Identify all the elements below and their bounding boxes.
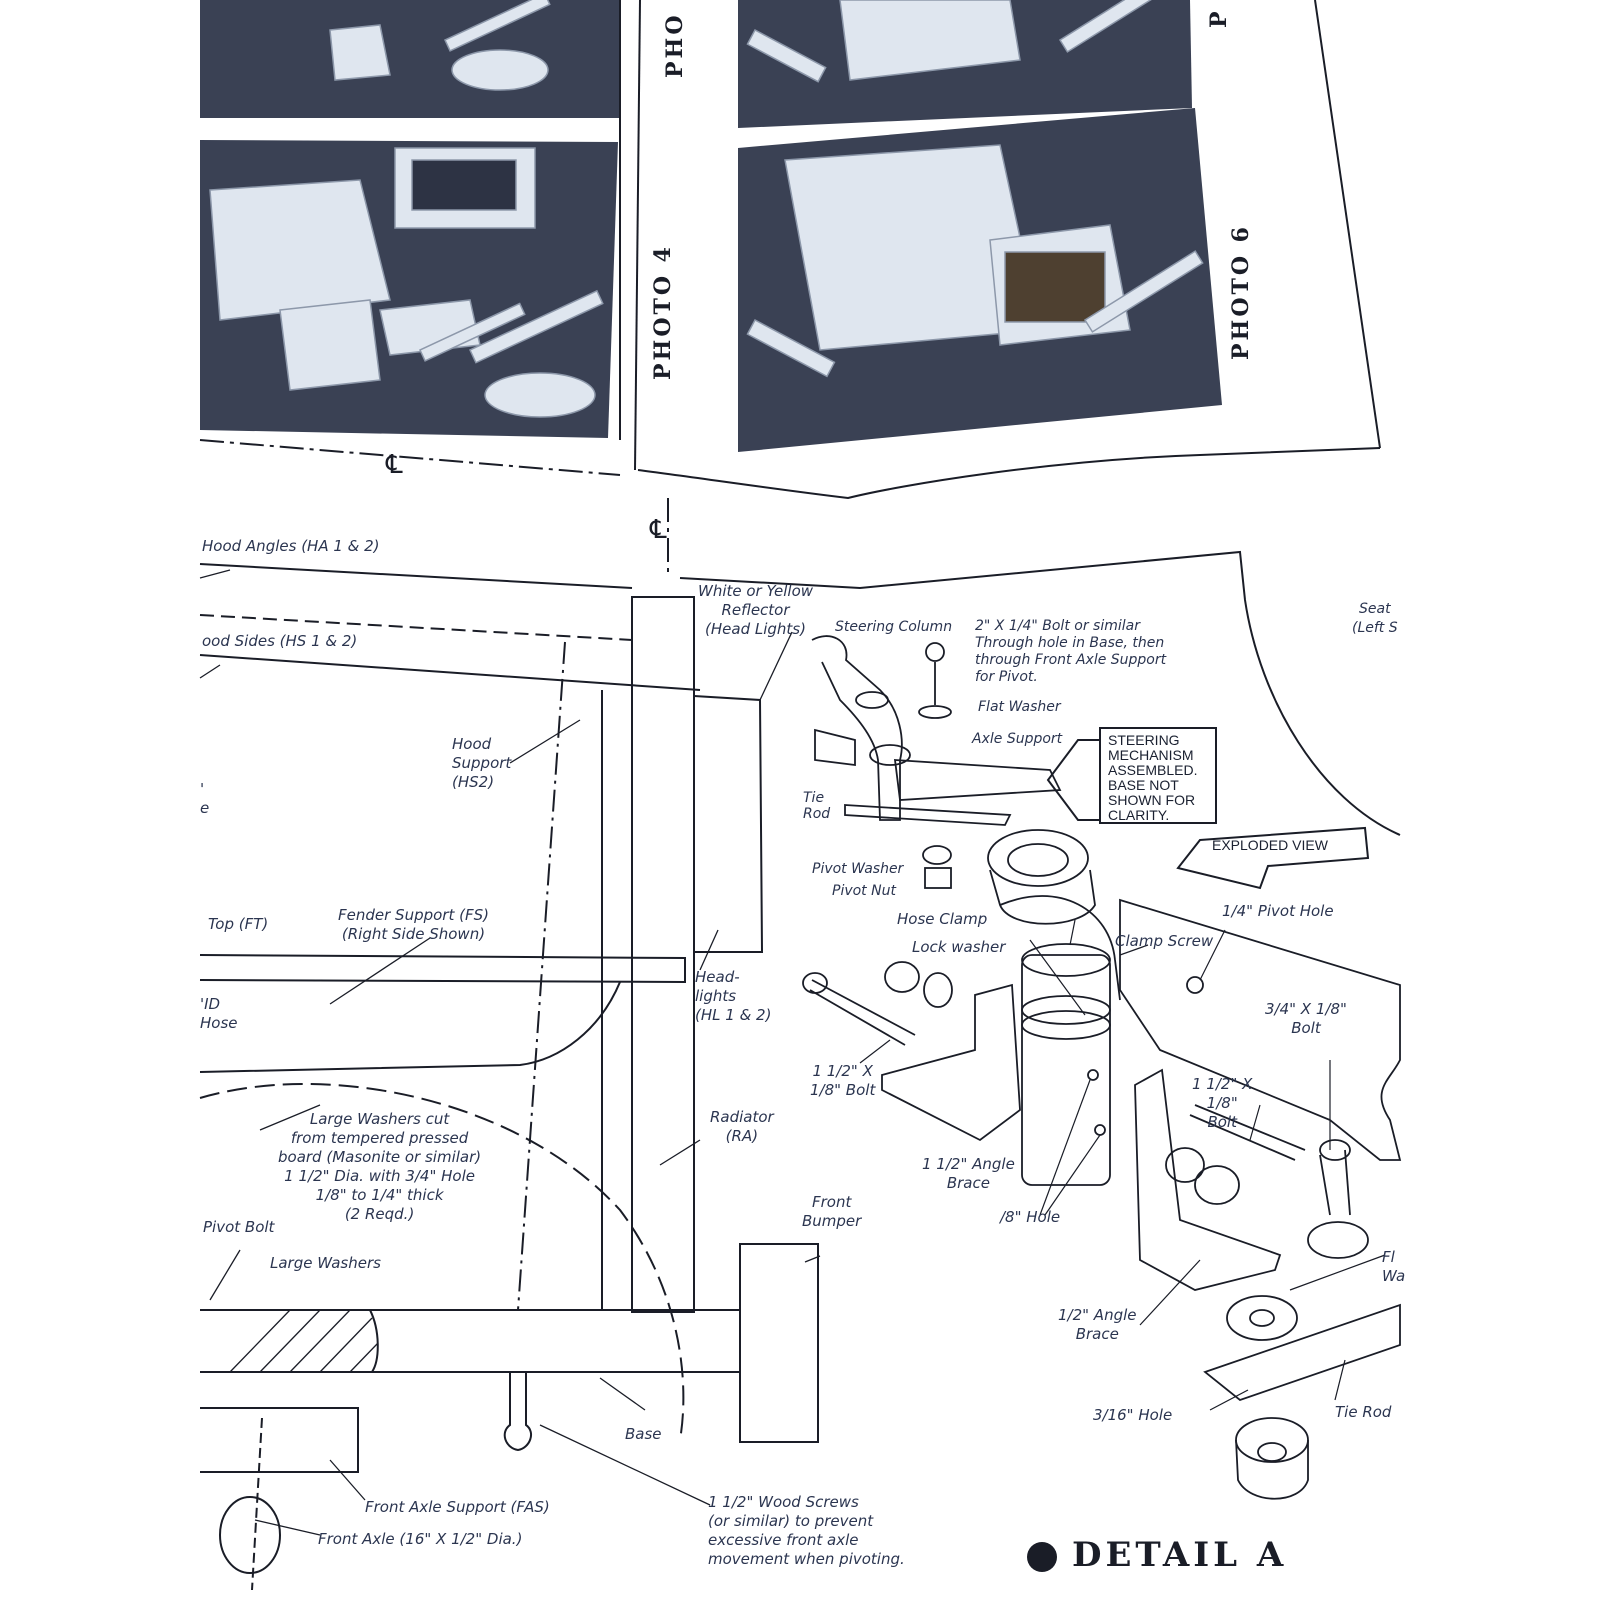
label-bolt-112x18-left: 1 1/2" X 1/8" Bolt bbox=[810, 1062, 876, 1099]
photo4-caption: PHOTO 4 bbox=[650, 244, 676, 380]
label-angle-brace-left: 1 1/2" Angle Brace bbox=[922, 1155, 1015, 1192]
label-pivot-hole: 1/4" Pivot Hole bbox=[1222, 902, 1334, 920]
label-reflector: White or Yellow Reflector (Head Lights) bbox=[698, 582, 814, 638]
label-exploded-view: EXPLODED VIEW bbox=[1212, 837, 1328, 853]
label-axle-support: Axle Support bbox=[972, 731, 1063, 747]
label-flat-washer-right: Fl Wa bbox=[1382, 1248, 1406, 1285]
label-pivot-nut: Pivot Nut bbox=[832, 883, 896, 899]
label-radiator: Radiator (RA) bbox=[710, 1108, 774, 1145]
label-hose-clamp: Hose Clamp bbox=[897, 910, 988, 928]
model-parts bbox=[209, 0, 1204, 418]
label-large-washers: Large Washers bbox=[270, 1254, 381, 1272]
label-lock-washer: Lock washer bbox=[912, 938, 1006, 956]
photo6-caption: PHOTO 6 bbox=[1228, 224, 1254, 360]
label-hood-angles: Hood Angles (HA 1 & 2) bbox=[202, 537, 380, 555]
label-steering-note: STEERING MECHANISM ASSEMBLED. BASE NOT S… bbox=[1108, 732, 1198, 823]
label-bolt-112x18-right: 1 1/2" X 1/8" Bolt bbox=[1192, 1075, 1253, 1131]
label-front-axle: Front Axle (16" X 1/2" Dia.) bbox=[318, 1530, 523, 1548]
detail-a-title: DETAIL A bbox=[1072, 1535, 1288, 1575]
photo-top-right-caption: P bbox=[1206, 8, 1232, 28]
label-angle-brace-right: 1/2" Angle Brace bbox=[1058, 1306, 1137, 1343]
label-bolt-34x18: 3/4" X 1/8" Bolt bbox=[1265, 1000, 1347, 1037]
label-front-axle-support: Front Axle Support (FAS) bbox=[365, 1498, 550, 1516]
line-drawing bbox=[199, 0, 1402, 1591]
label-pivot-washer: Pivot Washer bbox=[812, 861, 904, 877]
photo-panel-top-left bbox=[200, 0, 620, 118]
label-hole-18: /8" Hole bbox=[1000, 1208, 1061, 1226]
photo-top-left-caption: PHO bbox=[662, 12, 688, 79]
label-tie-rod: Tie Rod bbox=[803, 790, 831, 822]
detail-bullet-icon bbox=[1027, 1542, 1057, 1572]
label-seat: Seat (Left S bbox=[1352, 601, 1398, 636]
label-fender-support: Fender Support (FS) (Right Side Shown) bbox=[338, 906, 489, 943]
label-flat-washer: Flat Washer bbox=[978, 699, 1061, 715]
label-hood-support: Hood Support (HS2) bbox=[452, 735, 512, 791]
label-front-bumper: Front Bumper bbox=[802, 1193, 862, 1230]
photo-panels bbox=[200, 0, 1222, 452]
centerline-marker-top: ℄ bbox=[386, 450, 403, 480]
label-hood-sides: ood Sides (HS 1 & 2) bbox=[202, 632, 358, 650]
label-headlights: Head- lights (HL 1 & 2) bbox=[695, 968, 772, 1024]
label-large-washers-cut: Large Washers cut from tempered pressed … bbox=[278, 1110, 482, 1223]
centerline-marker-middle: ℄ bbox=[650, 515, 667, 545]
label-clamp-screw: Clamp Screw bbox=[1115, 932, 1214, 950]
label-steering-column: Steering Column bbox=[835, 619, 953, 635]
label-dot-left: ' e bbox=[200, 780, 210, 817]
label-base: Base bbox=[625, 1425, 662, 1443]
label-tie-rod-right: Tie Rod bbox=[1335, 1403, 1392, 1421]
label-wood-screws: 1 1/2" Wood Screws (or similar) to preve… bbox=[708, 1493, 905, 1568]
label-bolt-2x14: 2" X 1/4" Bolt or similar Through hole i… bbox=[975, 618, 1167, 685]
label-hole-316: 3/16" Hole bbox=[1093, 1406, 1173, 1424]
label-hid-hose: 'ID Hose bbox=[200, 995, 238, 1032]
label-pivot-bolt: Pivot Bolt bbox=[203, 1218, 275, 1236]
label-fender-top: Top (FT) bbox=[208, 915, 269, 933]
